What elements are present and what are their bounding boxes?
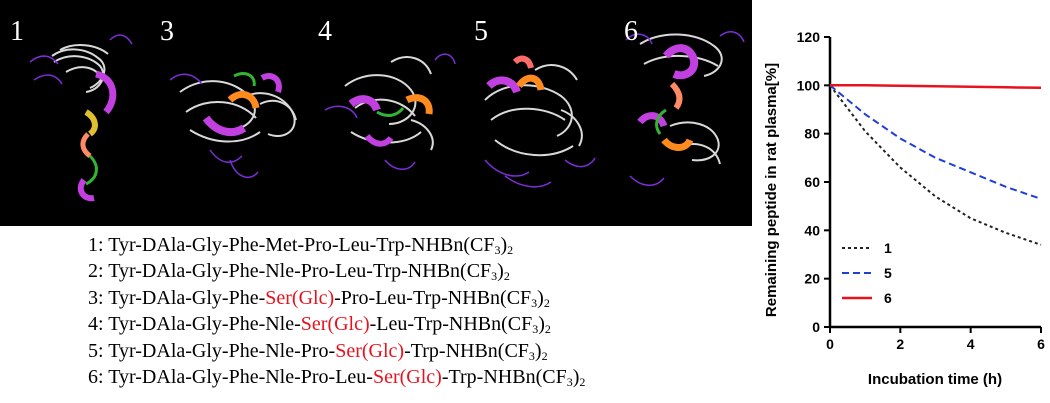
ensemble-1-graphic (29, 34, 133, 202)
ser-glc-highlight: Ser(Glc) (265, 286, 335, 309)
sequence-2: 2: Tyr-DAla-Gly-Phe-Nle-Pro-Leu-Trp-NHBn… (88, 260, 510, 284)
y-tick-label: 120 (797, 29, 821, 45)
sequence-4: 4: Tyr-DAla-Gly-Phe-Nle-Ser(Glc)-Leu-Trp… (88, 313, 551, 337)
legend-label-5: 5 (884, 265, 892, 281)
x-tick-label: 0 (826, 336, 834, 352)
structure-label-4: 4 (318, 16, 332, 47)
x-tick-label: 6 (1037, 336, 1045, 352)
ensemble-4-graphic (324, 53, 456, 170)
chart-series (829, 84, 1042, 246)
stability-line-chart: 0 20 40 60 80 100 120 0 2 4 6 1 5 6 Remaining peptid… (763, 29, 1045, 388)
ensemble-3-graphic (169, 72, 297, 179)
y-tick-label: 100 (797, 77, 821, 93)
sequence-3: 3: Tyr-DAla-Gly-Phe-Ser(Glc)-Pro-Leu-Trp… (88, 286, 550, 310)
y-axis-label: Remaining peptide in rat plasma[%] (763, 63, 780, 317)
ensemble-5-graphic (484, 55, 596, 188)
x-tick-label: 2 (896, 336, 904, 352)
y-tick-label: 80 (804, 126, 820, 142)
structure-label-5: 5 (474, 16, 488, 47)
y-tick-label: 20 (804, 271, 820, 287)
legend-label-1: 1 (884, 240, 892, 256)
series-line-5 (829, 84, 1042, 200)
sequence-list: 1: Tyr-DAla-Gly-Phe-Met-Pro-Leu-Trp-NHBn… (88, 232, 748, 390)
chart-axes: 0 20 40 60 80 100 120 0 2 4 6 (797, 29, 1045, 352)
ensemble-6-graphic (625, 31, 745, 186)
series-line-1 (829, 84, 1042, 246)
sequence-6: 6: Tyr-DAla-Gly-Phe-Nle-Pro-Leu-Ser(Glc)… (88, 365, 586, 389)
series-line-6 (830, 84, 1042, 90)
sequence-1: 1: Tyr-DAla-Gly-Phe-Met-Pro-Leu-Trp-NHBn… (88, 234, 514, 257)
structure-ensembles-panel: 1 3 4 5 6 (0, 0, 752, 226)
structure-label-6: 6 (624, 16, 638, 47)
y-tick-label: 60 (804, 174, 820, 190)
ser-glc-highlight: Ser(Glc) (372, 365, 442, 388)
legend-label-6: 6 (884, 290, 892, 306)
x-axis-label: Incubation time (h) (868, 371, 1002, 388)
ser-glc-highlight: Ser(Glc) (335, 339, 405, 362)
y-tick-label: 40 (804, 222, 820, 238)
ser-glc-highlight: Ser(Glc) (300, 313, 370, 336)
chart-legend: 1 5 6 (842, 240, 892, 306)
sequence-5: 5: Tyr-DAla-Gly-Phe-Nle-Pro-Ser(Glc)-Trp… (88, 339, 548, 363)
structure-label-1: 1 (10, 16, 24, 47)
structure-label-3: 3 (160, 16, 174, 47)
x-tick-label: 4 (967, 336, 975, 352)
y-tick-label: 0 (812, 319, 820, 335)
